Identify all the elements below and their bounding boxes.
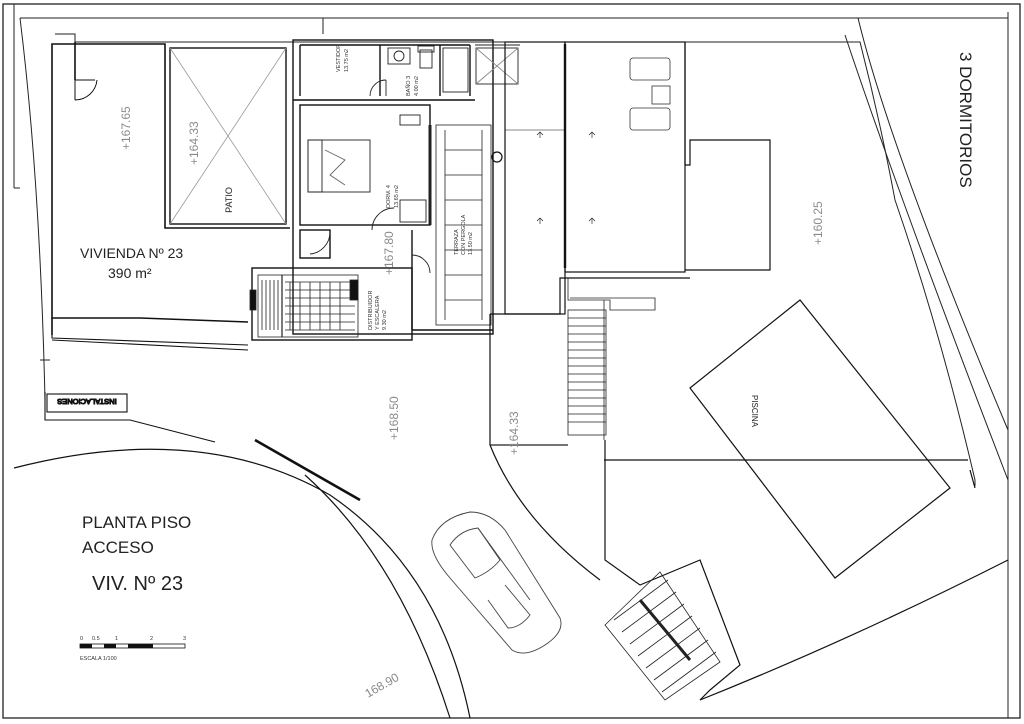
terraza-label-1: TERRAZA — [454, 229, 460, 255]
interior-stair — [249, 274, 359, 338]
core-block — [251, 39, 494, 341]
title-line1: PLANTA PISO — [82, 513, 191, 532]
entry-door — [74, 79, 98, 101]
exterior-stair — [490, 278, 656, 446]
patio: PATIO — [169, 47, 287, 225]
scale-tick-2: 1 — [115, 636, 118, 642]
distrib-label-2: Y ESCALERA — [375, 295, 381, 330]
lower-stair — [604, 571, 721, 701]
dorm-label: DORM. 4 — [386, 185, 392, 208]
patio-label: PATIO — [224, 187, 234, 213]
sun-loungers — [629, 57, 671, 131]
bathroom-fixtures — [387, 44, 520, 93]
level-164-33: +164.33 — [507, 411, 521, 455]
level-167-65: +167.65 — [119, 106, 133, 150]
dwelling-area: 390 m² — [108, 265, 152, 281]
installations-strip: INSTALACIONES — [44, 318, 249, 443]
distrib-label-1: DISTRIBUIDOR — [368, 291, 374, 330]
title-line2: ACCESO — [82, 538, 154, 557]
title-unit: VIV. Nº 23 — [92, 573, 183, 595]
distrib-area: 9.30 m2 — [382, 310, 388, 330]
bedrooms-label: 3 DORMITORIOS — [956, 52, 975, 188]
level-168-90: 168.90 — [363, 670, 402, 701]
vestidor-area: 13.75 m2 — [344, 49, 350, 72]
scale-tick-3: 2 — [150, 636, 153, 642]
dorm-area: 13.65 m2 — [394, 185, 400, 208]
pool: PISCINA — [689, 299, 951, 579]
scale-tick-0: 0 — [80, 636, 83, 642]
installations-label: INSTALACIONES — [57, 397, 116, 406]
dwelling-name: VIVIENDA Nº 23 — [80, 245, 183, 261]
retaining-walls — [489, 440, 1009, 701]
scale-tick-4: 3 — [183, 636, 186, 642]
bed — [307, 114, 432, 225]
scale-bar: 0 0.5 1 2 3 ESCALA 1/100 — [79, 636, 186, 662]
terraza-area: 13.50 m2 — [468, 232, 474, 255]
deck — [491, 41, 686, 315]
bano-label: BAÑO 3 — [405, 76, 412, 96]
pool-label: PISCINA — [750, 395, 759, 428]
bano-area: 4.00 m2 — [414, 76, 420, 96]
level-164-33-patio: +164.33 — [187, 121, 201, 165]
core-doors — [309, 79, 431, 274]
car — [431, 511, 562, 654]
sheet-frame — [2, 3, 1021, 719]
scale-tick-1: 0.5 — [92, 636, 100, 642]
level-160-25: +160.25 — [811, 201, 825, 245]
level-168-50: +168.50 — [387, 396, 401, 440]
vestidor-label: VESTIDOR — [336, 44, 342, 72]
level-167-80: +167.80 — [382, 231, 396, 275]
terraza-label-2: CON PERGOLA — [461, 214, 467, 255]
access-road — [13, 438, 471, 719]
terrace-pergola — [435, 124, 492, 326]
scale-label: ESCALA 1/100 — [80, 656, 117, 662]
site-boundary — [14, 17, 1009, 718]
upper-terrace — [489, 42, 771, 445]
